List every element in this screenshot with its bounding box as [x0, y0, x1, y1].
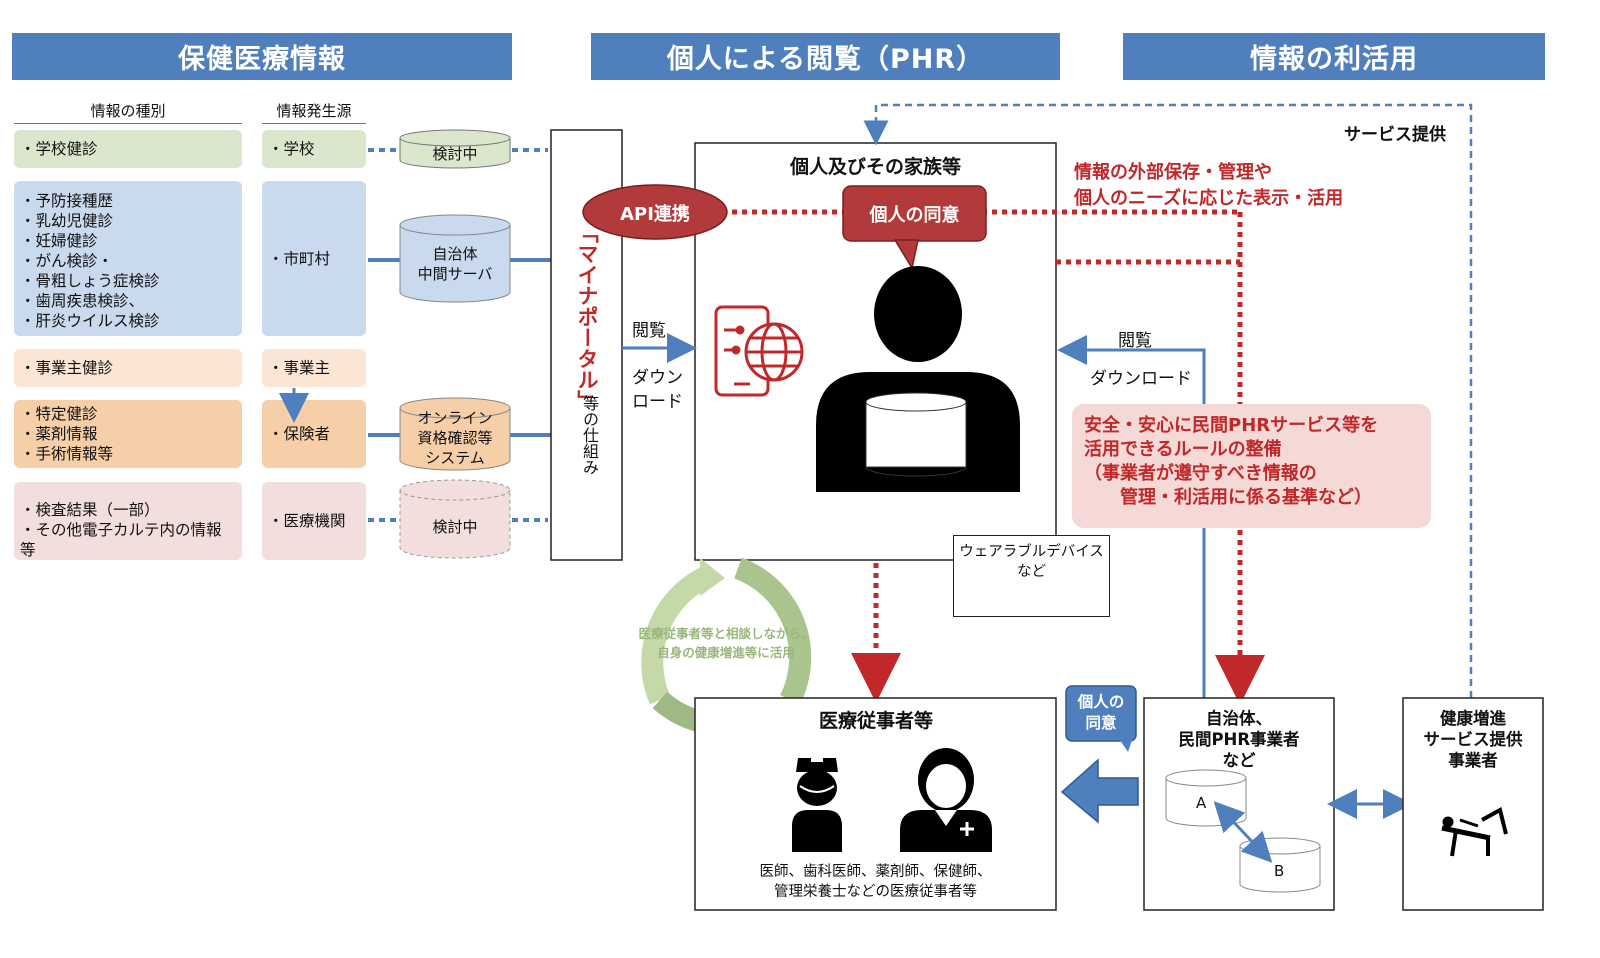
- operator-to-individual-arrow: [1057, 335, 1206, 698]
- service-dashed-line: [863, 103, 1473, 698]
- db-ab-link: [1213, 801, 1273, 863]
- list-item: ・乳幼児健診: [20, 212, 114, 230]
- info-type-employer: ・事業主健診: [14, 349, 242, 387]
- list-item: ・薬剤情報: [20, 425, 98, 443]
- db-insurer-label: オンライン 資格確認等 システム: [417, 409, 493, 467]
- header-health-info: 保健医療情報: [12, 33, 512, 80]
- info-type-school-item: ・学校健診: [20, 140, 98, 158]
- consent2-label: 個人の 同意: [1077, 693, 1125, 732]
- health-service-frame: [1402, 697, 1544, 911]
- medical-staff-frame: [694, 697, 1057, 911]
- exercise-icon: [1441, 806, 1508, 857]
- list-item: ・予防接種歴: [20, 192, 114, 210]
- db-medical-label: 検討中: [432, 518, 478, 536]
- source-school: ・学校: [262, 130, 366, 168]
- info-type-employer-item: ・事業主健診: [20, 359, 114, 377]
- device-globe-icon: [714, 305, 804, 397]
- list-item: ・検査結果（一部）: [20, 501, 160, 519]
- list-item: ・がん検診・: [20, 252, 114, 270]
- medical-staff-title: 医療従事者等: [818, 710, 933, 732]
- list-item: ・妊婦健診: [20, 232, 98, 250]
- person-icon: [816, 266, 1020, 492]
- info-type-medical: ・検査結果（一部） ・その他電子カルテ内の情報 等: [14, 482, 242, 560]
- list-item: ・手術情報等: [20, 445, 114, 463]
- cycle-text: 医療従事者等と相談しながら、 自身の健康増進等に活用: [638, 626, 814, 660]
- source-municipal: ・市町村: [262, 181, 366, 336]
- portal-suffix: 等の仕組み: [580, 395, 599, 475]
- list-item: ・特定健診: [20, 405, 98, 423]
- view-left-label: 閲覧: [632, 321, 666, 341]
- header-utilization: 情報の利活用: [1123, 33, 1545, 80]
- column-info-source: 情報発生源: [262, 100, 366, 124]
- api-ellipse: [582, 184, 728, 240]
- info-type-municipal: ・予防接種歴 ・乳幼児健診 ・妊婦健診 ・がん検診・ ・骨粗しょう症検診 ・歯周…: [14, 181, 242, 336]
- db-municipal-label: 自治体 中間サーバ: [417, 245, 493, 283]
- consent-label: 個人の同意: [869, 205, 960, 226]
- view-right-label: 閲覧: [1118, 331, 1152, 351]
- list-item: ・肝炎ウイルス検診: [20, 312, 160, 330]
- consent-bubble: [842, 185, 987, 271]
- db-insurer: [399, 397, 511, 471]
- service-red-text: 情報の外部保存・管理や 個人のニーズに応じた表示・活用: [1074, 162, 1344, 209]
- db-school: [399, 129, 511, 169]
- list-item: ・骨粗しょう症検診: [20, 272, 160, 290]
- big-left-arrow: [1060, 758, 1139, 824]
- individual-title: 個人及びその家族等: [789, 156, 961, 178]
- medical-staff-caption: 医師、歯科医師、薬剤師、保健師、 管理栄養士などの医療従事者等: [759, 864, 992, 900]
- api-label: API連携: [620, 204, 690, 225]
- info-type-insurer: ・特定健診 ・薬剤情報 ・手術情報等: [14, 400, 242, 468]
- phr-operator-title: 自治体、 民間PHR事業者 など: [1178, 709, 1300, 770]
- health-service-title: 健康増進 サービス提供 事業者: [1423, 709, 1523, 770]
- doctor-icon: [900, 748, 992, 852]
- column-info-type: 情報の種別: [14, 100, 242, 124]
- db-school-label: 検討中: [432, 145, 478, 163]
- download-right-label: ダウンロード: [1090, 369, 1192, 389]
- portal-name: 「マイナポータル」: [575, 222, 599, 411]
- list-item: ・その他電子カルテ内の情報 等: [20, 521, 238, 559]
- consent2-bubble: [1065, 685, 1137, 752]
- wearable-label: ウェアラブルデバイス など: [959, 544, 1104, 580]
- source-employer: ・事業主: [262, 349, 366, 387]
- info-type-school: ・学校健診: [14, 130, 242, 168]
- nurse-icon: [792, 752, 842, 852]
- service-label: サービス提供: [1344, 125, 1446, 145]
- db-municipal: [399, 214, 511, 303]
- source-medical: ・医療機関: [262, 482, 366, 560]
- wearable-box: ウェアラブルデバイス など: [953, 535, 1110, 617]
- download-left-label: ダウン ロード: [632, 368, 683, 412]
- list-item: ・歯周疾患検診、: [20, 292, 145, 310]
- header-phr: 個人による閲覧（PHR）: [591, 33, 1060, 80]
- db-b-label: B: [1274, 862, 1285, 880]
- rule-box: 安全・安心に民間PHRサービス等を 活用できるルールの整備 （事業者が遵守すべき…: [1072, 404, 1431, 528]
- db-medical: [399, 479, 511, 559]
- db-a-label: A: [1196, 794, 1207, 812]
